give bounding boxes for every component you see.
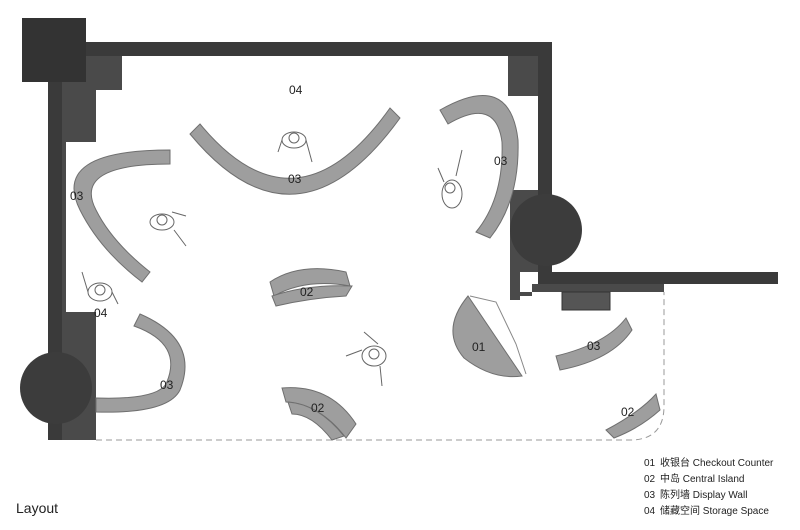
display-wall-left	[73, 149, 171, 283]
corner-pillar	[22, 18, 86, 82]
wall-left	[48, 50, 62, 440]
person-top	[277, 131, 313, 163]
central-islands	[269, 268, 661, 441]
people-figures	[81, 131, 463, 387]
label-island-b: 02	[311, 401, 325, 415]
dashed-boundary	[96, 292, 665, 441]
label-storage-top: 04	[289, 83, 303, 97]
wall-inner-left	[62, 56, 122, 440]
display-wall-right	[439, 95, 519, 239]
island-bottom-lower	[287, 401, 345, 441]
storage-cabinet	[561, 291, 611, 311]
display-wall-bottom-right	[555, 317, 633, 371]
label-wall-left: 03	[70, 189, 84, 203]
person-right	[437, 149, 463, 209]
label-island-a: 02	[300, 285, 314, 299]
column-bottom-left	[20, 352, 92, 424]
person-left-lower	[81, 271, 119, 305]
label-checkout: 01	[472, 340, 486, 354]
island-top-lower	[271, 285, 353, 307]
walls	[20, 18, 778, 440]
wall-right-extension	[538, 272, 778, 284]
person-center	[345, 331, 387, 387]
label-wall-top: 03	[288, 172, 302, 186]
display-wall-bottom-left	[95, 313, 186, 413]
wall-inner-top-right	[508, 56, 538, 96]
person-left-upper	[149, 211, 187, 247]
label-wall-right: 03	[494, 154, 508, 168]
label-wall-bottom-right: 03	[587, 339, 601, 353]
column-right	[510, 194, 582, 266]
zone-labels: 04 03 03 03 02 04 01 03 03 02 02	[70, 83, 635, 419]
label-wall-bottom-left: 03	[160, 378, 174, 392]
wall-top	[48, 42, 552, 56]
plan-title: Layout	[16, 500, 59, 516]
island-right	[605, 392, 661, 439]
label-island-c: 02	[621, 405, 635, 419]
label-storage-left: 04	[94, 306, 108, 320]
display-walls	[73, 95, 633, 413]
display-wall-top	[189, 107, 401, 195]
checkout-counter	[452, 295, 523, 378]
checkout-edge	[469, 295, 527, 375]
